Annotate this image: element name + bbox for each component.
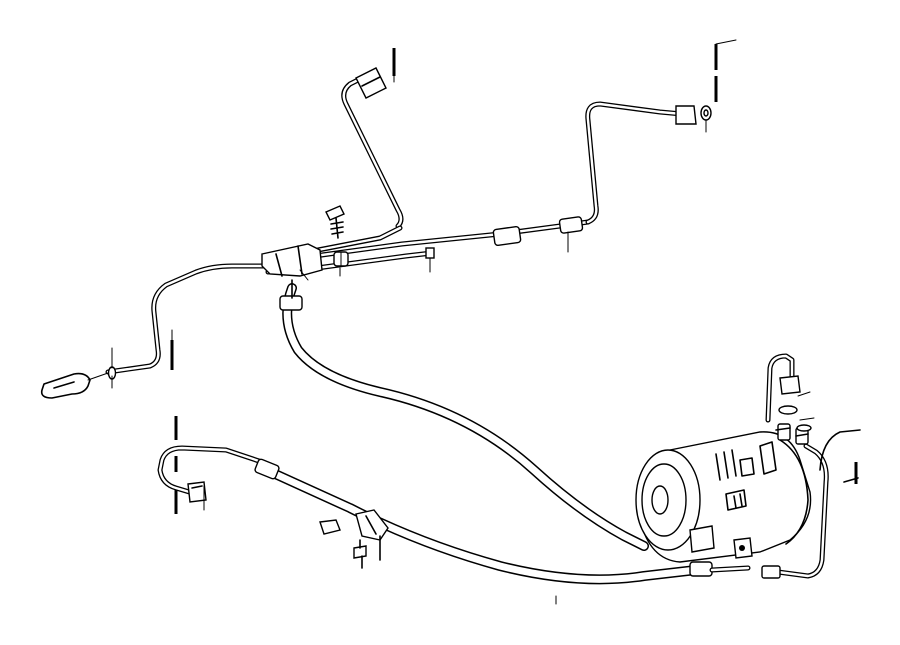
upper-right-connector-nut: [675, 105, 697, 125]
callout-leader-lines: [111, 119, 815, 605]
upper-pipe-assembly: [40, 67, 712, 399]
ac-compressor: [635, 423, 812, 563]
section-break-markers: [170, 39, 858, 514]
mounting-bolt-lower: [319, 519, 367, 569]
right-pipe-union: [558, 216, 584, 234]
suction-hose: [279, 279, 649, 551]
mounting-bolt-upper: [325, 205, 345, 239]
compressor-connector-nut: [779, 375, 801, 395]
pressure-hose-crimp-left: [254, 458, 280, 480]
pressure-hose-crimp-right: [689, 561, 713, 577]
compressor-o-ring-lower: [796, 424, 812, 432]
lower-right-union: [761, 565, 781, 579]
compressor-service-port-left: [777, 423, 791, 441]
left-pipe-end-fitting: [40, 372, 91, 399]
compressor-o-ring-upper: [778, 405, 798, 415]
lower-left-fitting: [187, 481, 207, 503]
upper-left-connector-nut: [355, 67, 387, 99]
compressor-upper-pipe: [765, 353, 812, 432]
pipe-junction-block: [261, 243, 323, 277]
middle-pipe-clip: [425, 247, 435, 259]
suction-hose-crimp: [279, 295, 303, 311]
pipe-clamp-lower: [355, 509, 389, 561]
middle-pipe-union: [492, 225, 522, 247]
